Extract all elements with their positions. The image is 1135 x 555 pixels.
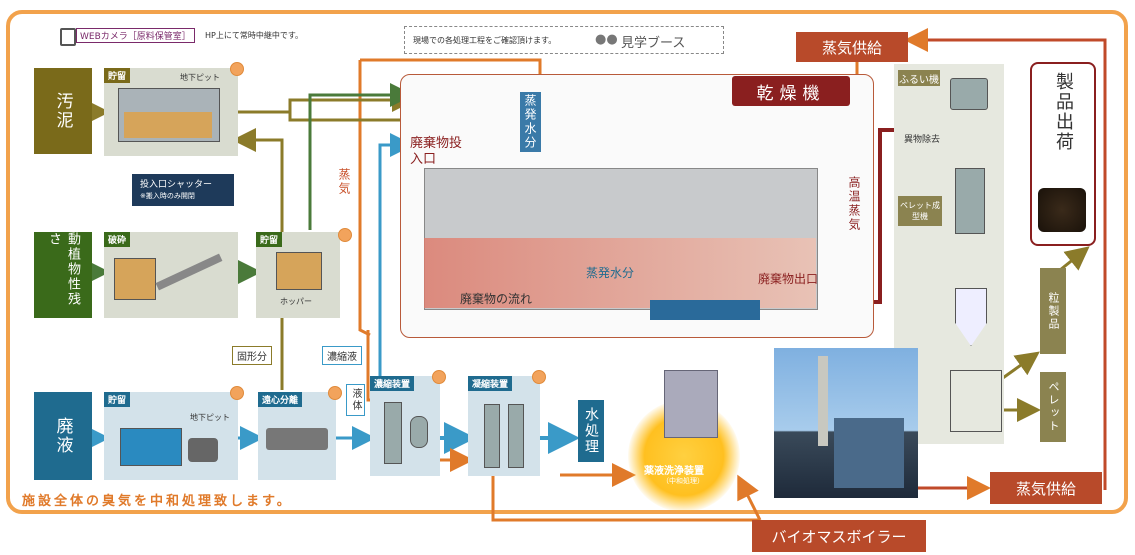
steam-supply-bottom: 蒸気供給 [990, 472, 1102, 504]
source-waste-liquid: 廃液 [34, 392, 92, 480]
concentrate-label: 濃縮液 [322, 346, 362, 365]
shutter-title: 投入口シャッター [140, 180, 213, 190]
crush-panel: 破砕 [104, 232, 238, 318]
plant-storage-label: 貯留 [256, 232, 283, 247]
steam-supply-top: 蒸気供給 [796, 32, 908, 62]
pellet-product: ペレット [1040, 372, 1066, 442]
webcam-icon [60, 28, 76, 46]
hopper-tank [276, 252, 322, 290]
pump [188, 438, 218, 462]
crush-hopper [114, 258, 156, 300]
scrubber-title: 薬液洗浄装置 [644, 466, 704, 477]
biomass-boiler-photo [774, 348, 918, 498]
pellet-machine [955, 168, 985, 234]
tour-people-icon: ●● [595, 32, 618, 47]
condenser-panel: 凝縮装置 [468, 376, 540, 476]
sieve-label: ふるい機 [898, 70, 940, 86]
product-image [1038, 188, 1086, 232]
plant-storage-panel: 貯留 ホッパー [256, 232, 340, 318]
boiler-structure [834, 418, 904, 488]
concentrator-vessel [410, 416, 428, 448]
sludge-storage-panel: 貯留 地下ピット [104, 68, 238, 156]
granular-product: 粒製品 [1040, 268, 1066, 354]
solid-label: 固形分 [232, 346, 272, 365]
source-sludge: 汚泥 [34, 68, 92, 154]
indicator-dot [328, 386, 342, 400]
product-shipping-box: 製品出荷 [1030, 62, 1096, 246]
sieve-machine [950, 78, 988, 110]
scrubber-unit [664, 370, 718, 438]
indicator-dot [532, 370, 546, 384]
centrifuge-label: 遠心分離 [258, 392, 303, 407]
liquid-label: 液体 [346, 384, 365, 416]
dryer-title: 乾燥機 [732, 76, 850, 106]
concentrator-panel: 濃縮装置 [370, 376, 440, 476]
dryer-heat [424, 238, 816, 308]
evap-bottom-label: 蒸発水分 [586, 266, 635, 280]
indicator-dot [432, 370, 446, 384]
crush-label: 破砕 [104, 232, 131, 247]
indicator-dot [230, 62, 244, 76]
webcam-label: WEBカメラ［原料保管室］ [76, 28, 195, 43]
product-shipping-label: 製品出荷 [1053, 72, 1074, 152]
evap-top-label: 蒸発水分 [520, 92, 541, 152]
webcam-note: HP上にて常時中継中です。 [205, 31, 304, 40]
condenser-column [484, 404, 500, 468]
biomass-boiler-label: バイオマスボイラー [752, 520, 926, 552]
indicator-dot [338, 228, 352, 242]
hot-steam-label: 高温蒸気 [847, 176, 861, 232]
pit-label: 地下ピット [180, 73, 220, 82]
centrifuge-panel: 遠心分離 [258, 392, 336, 480]
pellet-machine-label: ペレット成型機 [898, 196, 942, 226]
concentrator-label: 濃縮装置 [370, 376, 415, 391]
indicator-dot [230, 386, 244, 400]
source-plant-residue: 動植物性残さ [34, 232, 92, 318]
foreign-removal-label: 異物除去 [904, 135, 941, 145]
waste-outlet-label: 廃棄物出口 [758, 272, 819, 286]
tour-booth-label: 見学ブース [621, 36, 686, 51]
outer-frame [6, 10, 1128, 514]
tour-box: 現場での各処理工程をご確認頂けます。 ●● 見学ブース [404, 26, 724, 54]
dryer-outlet-pipe [650, 300, 760, 320]
tour-note: 現場での各処理工程をご確認頂けます。 [413, 36, 557, 45]
conveyor [155, 253, 223, 291]
waste-flow-label: 廃棄物の流れ [460, 292, 533, 306]
sludge-fill [124, 112, 212, 138]
shutter-note: ※搬入時のみ開閉 [140, 192, 195, 200]
odor-note: 施設全体の臭気を中和処理致します。 [22, 494, 293, 509]
shutter-box: 投入口シャッター ※搬入時のみ開閉 [132, 174, 234, 206]
condenser-label: 凝縮装置 [468, 376, 513, 391]
dryer-inlet-label: 廃棄物投入口 [410, 136, 463, 167]
liquid-pit-label: 地下ピット [190, 413, 230, 422]
centrifuge-machine [266, 428, 328, 450]
storage-label: 貯留 [104, 68, 131, 83]
condenser-column [508, 404, 524, 468]
hopper-label: ホッパー [280, 297, 312, 306]
concentrator-vessel [384, 402, 402, 464]
liquid-tank [120, 428, 182, 466]
steam-label: 蒸気 [337, 168, 351, 196]
liquid-storage-panel: 貯留 地下ピット [104, 392, 238, 480]
boiler-stack [818, 356, 828, 446]
liquid-storage-label: 貯留 [104, 392, 131, 407]
bagging-frame [950, 370, 1002, 432]
scrubber-sub: （中和処理） [662, 477, 704, 485]
water-treatment-box: 水処理 [578, 400, 604, 462]
